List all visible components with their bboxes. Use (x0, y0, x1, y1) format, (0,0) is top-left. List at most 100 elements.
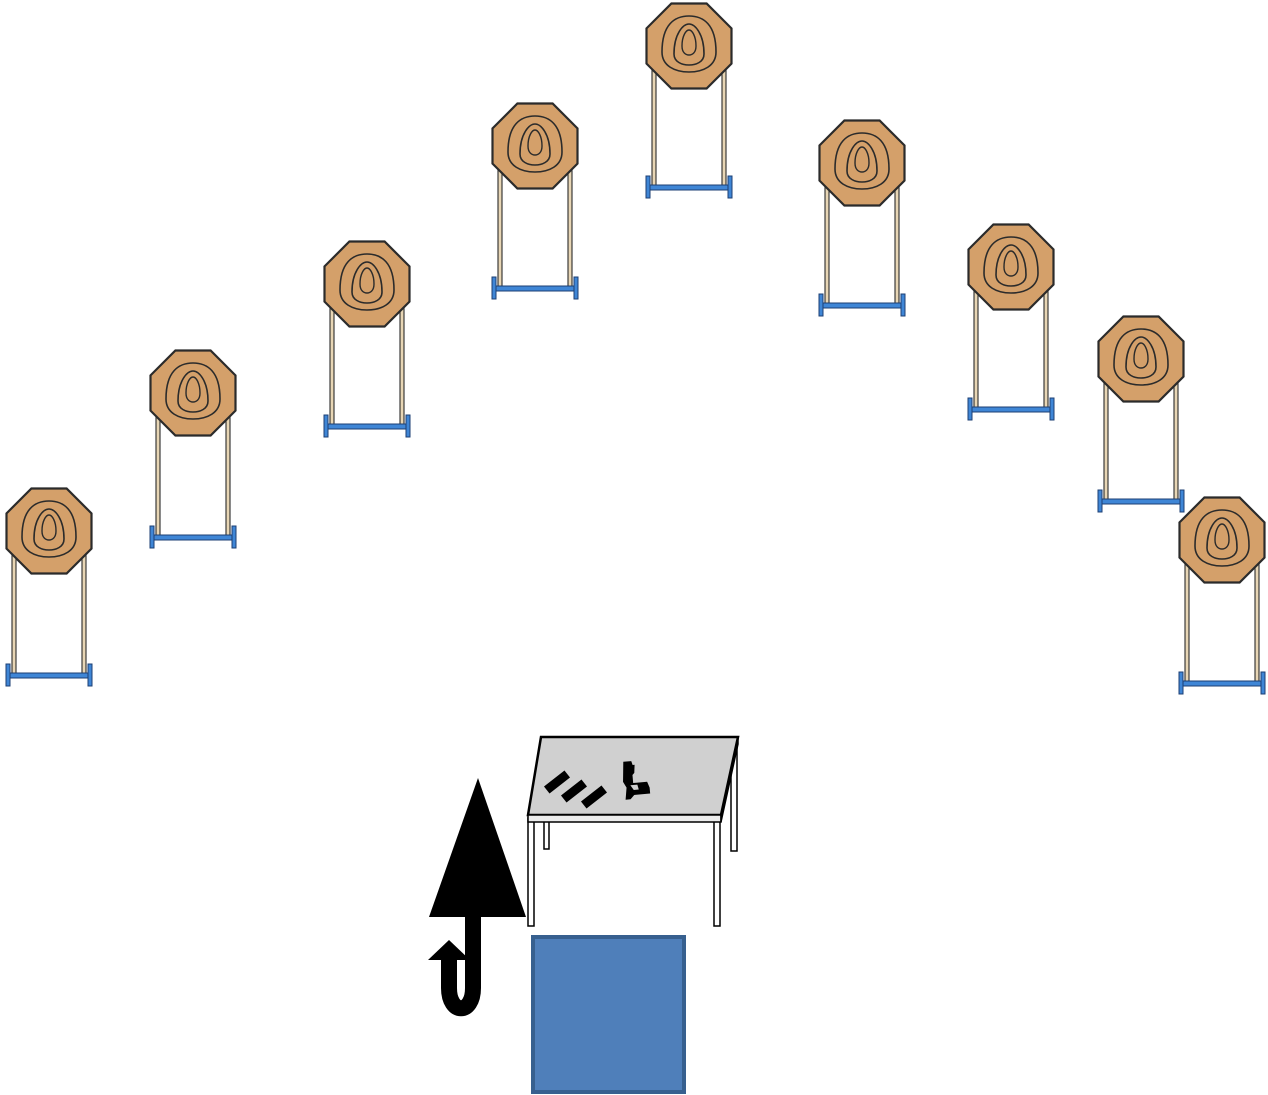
target-ring-outer (983, 236, 1039, 294)
target-ring-center (359, 267, 375, 294)
stand-post (497, 155, 503, 289)
stand-foot (87, 663, 93, 687)
table-side (720, 736, 739, 823)
arrow-hook (441, 915, 481, 1016)
stand-foot (818, 293, 824, 317)
stand-foot (323, 414, 329, 438)
target-ring-center (1133, 342, 1149, 369)
target-ring-inner (519, 123, 551, 166)
steel-target-plate (491, 102, 579, 190)
steel-target-stand (5, 487, 93, 687)
target-ring-inner (177, 370, 209, 413)
target-ring-outer (21, 500, 77, 558)
stand-post (1254, 549, 1260, 684)
stand-foot (1049, 397, 1055, 421)
table-edge (527, 814, 722, 823)
stand-post (824, 172, 830, 306)
stand-post (329, 293, 335, 427)
target-ring-outer (1113, 328, 1169, 386)
stand-post (11, 540, 17, 676)
stand-foot (900, 293, 906, 317)
target-ring-outer (507, 115, 563, 173)
target-ring-inner (33, 508, 65, 551)
table-leg (527, 817, 535, 927)
stand-post (894, 172, 900, 306)
target-ring-inner (673, 23, 705, 66)
target-ring-outer (834, 132, 890, 190)
stand-base (326, 423, 408, 430)
stand-foot (231, 525, 237, 549)
stand-post (1103, 368, 1109, 502)
target-ring-inner (351, 261, 383, 304)
steel-target-stand (1178, 496, 1266, 695)
stand-base (821, 302, 903, 309)
stand-post (1173, 368, 1179, 502)
target-ring-inner (1125, 336, 1157, 379)
steel-target-plate (1178, 496, 1266, 584)
turn-around-arrow (428, 778, 526, 1016)
target-ring-outer (661, 15, 717, 73)
arrow-hook-head-icon (428, 940, 470, 960)
stand-foot (645, 175, 651, 199)
stand-base (1181, 680, 1263, 687)
stand-post (81, 540, 87, 676)
target-ring-outer (339, 253, 395, 311)
table-leg (713, 817, 721, 927)
stand-foot (1178, 671, 1184, 695)
loading-table (526, 735, 740, 927)
shooter-box (531, 935, 686, 1094)
target-ring-outer (1194, 509, 1250, 567)
target-ring-center (1214, 523, 1230, 550)
steel-target-plate (645, 2, 733, 90)
stand-foot (1097, 489, 1103, 513)
steel-target-stand (967, 223, 1055, 421)
target-ring-center (41, 514, 57, 541)
stand-post (973, 276, 979, 410)
steel-target-plate (818, 119, 906, 207)
steel-target-stand (818, 119, 906, 317)
steel-target-stand (645, 2, 733, 199)
magazine-icon (543, 770, 571, 794)
target-ring-inner (995, 244, 1027, 287)
stand-foot (727, 175, 733, 199)
stand-foot (5, 663, 11, 687)
stand-base (970, 406, 1052, 413)
stand-foot (149, 525, 155, 549)
magazine-icon (560, 779, 588, 803)
stand-post (721, 55, 727, 188)
steel-target-stand (149, 349, 237, 549)
stand-base (494, 285, 576, 292)
target-ring-center (854, 146, 870, 173)
stand-foot (491, 276, 497, 300)
magazine-icon (580, 785, 608, 809)
stand-post (225, 402, 231, 538)
stand-post (399, 293, 405, 427)
steel-target-plate (967, 223, 1055, 311)
arrow-head-icon (429, 778, 526, 917)
stand-post (651, 55, 657, 188)
stand-post (567, 155, 573, 289)
stand-post (155, 402, 161, 538)
stand-post (1043, 276, 1049, 410)
stand-base (152, 534, 234, 541)
stand-foot (1179, 489, 1185, 513)
target-ring-center (185, 376, 201, 403)
target-array (5, 2, 1266, 695)
stand-foot (1260, 671, 1266, 695)
target-ring-center (681, 29, 697, 56)
steel-target-plate (149, 349, 237, 437)
steel-target-stand (1097, 315, 1185, 513)
target-ring-inner (1206, 517, 1238, 560)
stand-foot (405, 414, 411, 438)
steel-target-plate (5, 487, 93, 575)
steel-target-stand (323, 240, 411, 438)
pistol-icon (623, 761, 651, 800)
target-ring-outer (165, 362, 221, 420)
target-ring-center (527, 129, 543, 156)
stand-post (1184, 549, 1190, 684)
steel-target-stand (491, 102, 579, 300)
stand-base (1100, 498, 1182, 505)
stand-foot (573, 276, 579, 300)
stand-base (8, 672, 90, 679)
